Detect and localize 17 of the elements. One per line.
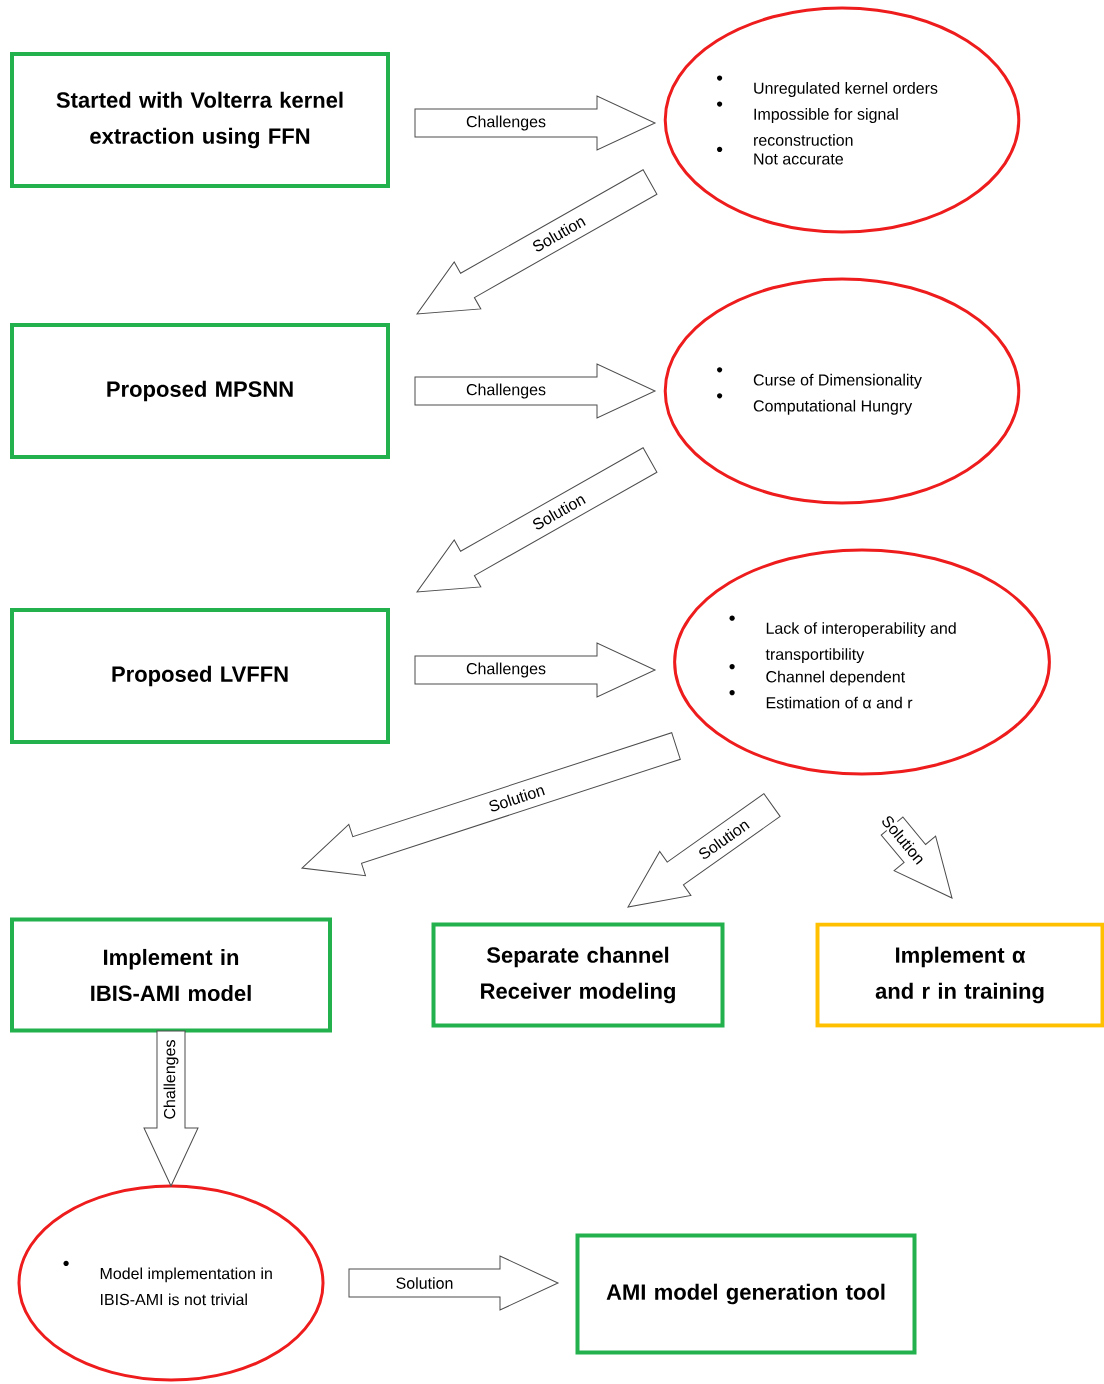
edge-label: Challenges: [466, 662, 546, 678]
process-box: Implement in IBIS-AMI model: [10, 917, 332, 1033]
block-arrow: [301, 732, 681, 877]
edge-label: Challenges: [163, 1040, 179, 1119]
process-box: AMI model generation tool: [575, 1233, 917, 1355]
process-box: Separate channel Receiver modeling: [431, 922, 725, 1028]
edge-label: Solution: [396, 1277, 453, 1289]
block-arrow: [416, 447, 658, 593]
edge-label: Challenges: [466, 383, 546, 399]
process-box: Proposed LVFFN: [10, 608, 390, 744]
process-box: Proposed MPSNN: [10, 323, 390, 459]
process-box: Started with Volterra kernel extraction using FFN: [10, 52, 390, 188]
edge-label: Challenges: [466, 115, 546, 131]
edge-label: Solution: [489, 787, 545, 812]
process-box: Implement α and r in training: [815, 922, 1104, 1028]
block-arrow: [416, 169, 658, 315]
block-arrow: [348, 1255, 559, 1311]
